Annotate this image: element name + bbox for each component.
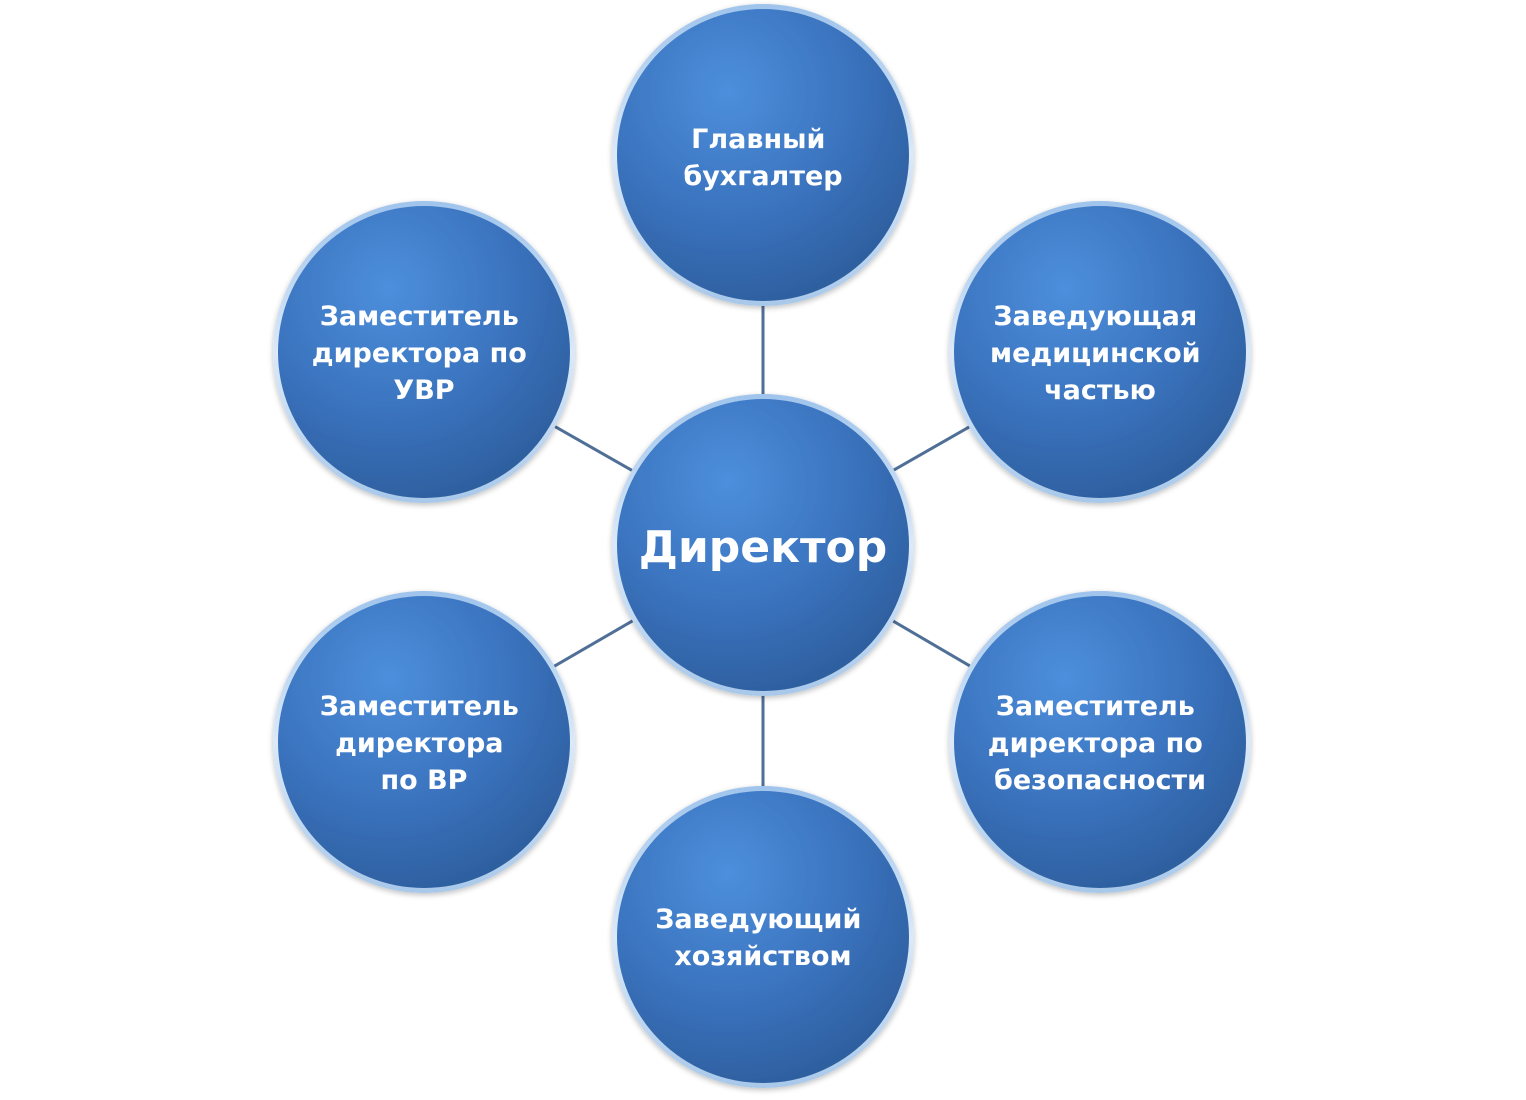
node-deputy-security: Заместитель директора по безопасности — [949, 591, 1251, 893]
node-deputy-uvr: Заместитель директора по УВР — [273, 201, 575, 503]
connector-line-head-medical — [890, 424, 973, 473]
connector-line-deputy-security — [890, 618, 973, 669]
center-node-director: Директор — [612, 394, 914, 696]
node-deputy-uvr-label: Заместитель директора по УВР — [312, 301, 536, 406]
connector-line-deputy-uvr — [551, 423, 636, 474]
center-node-label: Директор — [639, 522, 887, 573]
connector-lines — [551, 303, 973, 789]
node-head-household: Заведующий хозяйством — [612, 786, 914, 1088]
node-deputy-security-label: Заместитель директора по безопасности — [988, 691, 1212, 796]
node-deputy-vr-label: Заместитель директора по ВР — [320, 691, 529, 796]
connector-line-deputy-vr — [551, 618, 636, 669]
node-deputy-vr: Заместитель директора по ВР — [273, 591, 575, 893]
node-head-household-label: Заведующий хозяйством — [655, 904, 871, 972]
node-chief-accountant: Главный бухгалтер — [612, 4, 914, 306]
node-head-medical-label: Заведующая медицинской частью — [990, 301, 1210, 406]
node-chief-accountant-label: Главный бухгалтер — [683, 124, 842, 192]
node-head-medical: Заведующая медицинской частью — [949, 201, 1251, 503]
